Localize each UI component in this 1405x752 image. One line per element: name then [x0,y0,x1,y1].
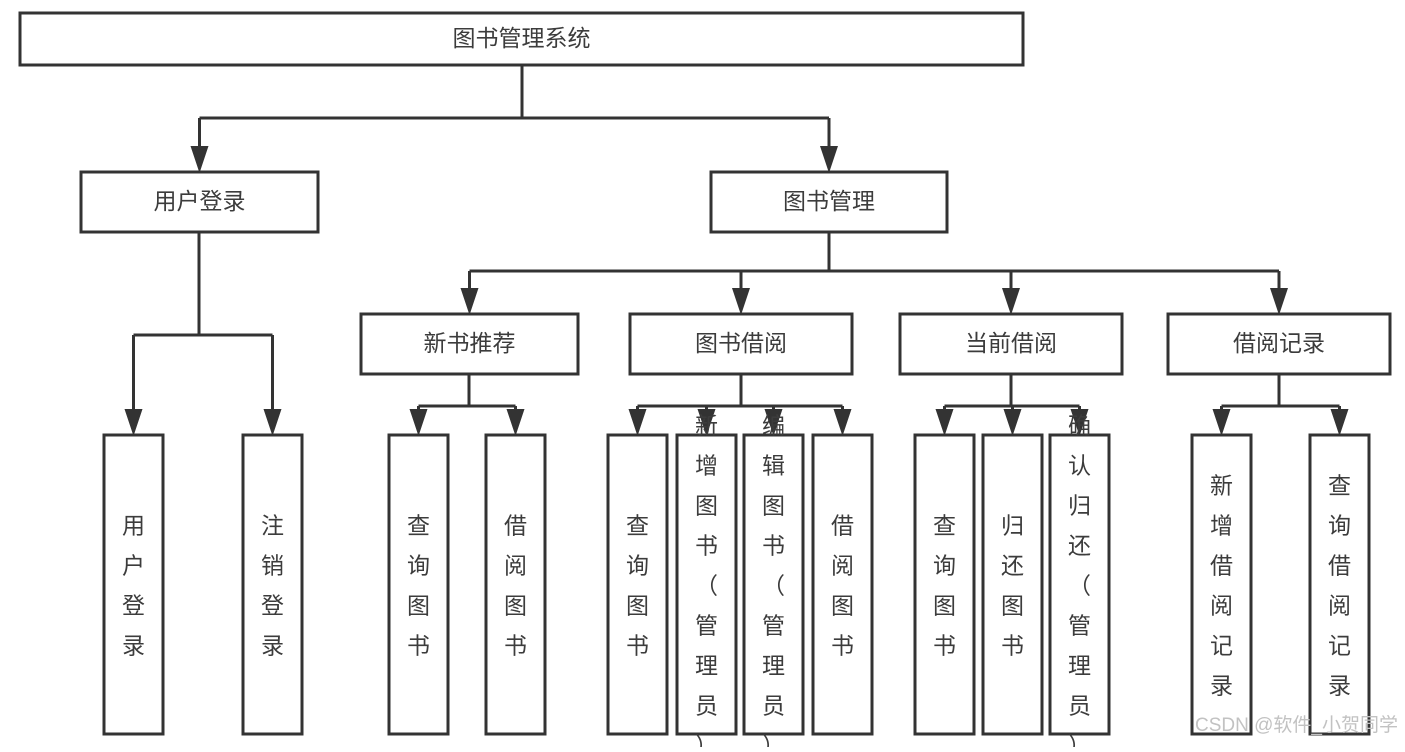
node-label: 图书管理 [783,188,875,214]
node-label: 编辑图书（管理员） [762,412,785,747]
node-label: 借阅图书 [504,512,527,658]
connector-layer [124,65,1349,436]
node-box [709,170,949,234]
node-leaf-query-book-1[interactable]: 查询图书 [387,433,450,736]
node-current-borrow[interactable]: 当前借阅 [898,312,1124,376]
node-label: 借阅记录 [1233,330,1325,356]
node-label: 新书推荐 [424,330,516,356]
node-borrow-record[interactable]: 借阅记录 [1166,312,1392,376]
arrow-head-icon [833,409,852,436]
node-label: 当前借阅 [965,330,1057,356]
node-label: 用户登录 [154,188,246,214]
node-box [606,433,669,736]
node-new-book-rec[interactable]: 新书推荐 [359,312,580,376]
node-label: 借阅图书 [831,512,854,658]
arrow-head-icon [935,409,954,436]
node-leaf-edit-book[interactable]: 编辑图书（管理员） [742,412,805,752]
node-label: 查询图书 [407,512,430,658]
arrow-head-icon [820,146,838,173]
node-label: 用户登录 [122,512,145,658]
node-box [102,433,165,736]
node-leaf-confirm-return[interactable]: 确认归还（管理员） [1048,412,1111,752]
arrow-head-icon [409,409,428,436]
node-box [1166,312,1392,376]
node-box [359,312,580,376]
node-box [628,312,854,376]
node-leaf-user-login[interactable]: 用户登录 [102,433,165,736]
arrow-head-icon [764,409,783,436]
node-label: 归还图书 [1001,512,1024,658]
node-box [981,433,1044,736]
node-leaf-logout[interactable]: 注销登录 [241,433,304,736]
node-box [913,433,976,736]
node-label: 查询图书 [933,512,956,658]
arrow-head-icon [1003,409,1022,436]
node-label: 查询图书 [626,512,649,658]
arrow-head-icon [190,146,209,173]
node-box [811,433,874,736]
node-layer: 图书管理系统用户登录图书管理新书推荐图书借阅当前借阅借阅记录用户登录注销登录查询… [18,11,1392,752]
arrow-head-icon [732,288,750,315]
node-box [79,170,320,234]
node-label: 查询借阅记录 [1328,472,1351,698]
node-box [484,433,547,736]
node-box [387,433,450,736]
node-book-manage[interactable]: 图书管理 [709,170,949,234]
node-leaf-query-book-3[interactable]: 查询图书 [913,433,976,736]
node-label: 图书借阅 [695,330,787,356]
arrow-head-icon [697,409,716,436]
node-box [898,312,1124,376]
arrow-head-icon [1002,288,1020,315]
arrow-head-icon [506,409,525,436]
node-label: 注销登录 [261,512,284,658]
node-book-borrow[interactable]: 图书借阅 [628,312,854,376]
node-box [1048,433,1111,736]
node-leaf-query-record[interactable]: 查询借阅记录 [1308,433,1371,736]
node-box [675,433,738,736]
arrow-head-icon [1270,288,1288,315]
arrow-head-icon [1212,409,1231,436]
node-leaf-add-book[interactable]: 新增图书（管理员） [675,412,738,752]
node-label: 确认归还（管理员） [1068,412,1091,747]
node-box [742,433,805,736]
node-leaf-borrow-book-1[interactable]: 借阅图书 [484,433,547,736]
arrow-head-icon [460,288,479,315]
arrow-head-icon [628,409,647,436]
node-leaf-borrow-book-2[interactable]: 借阅图书 [811,433,874,736]
node-leaf-query-book-2[interactable]: 查询图书 [606,433,669,736]
node-user-login[interactable]: 用户登录 [79,170,320,234]
arrow-head-icon [124,409,143,436]
arrow-head-icon [263,409,282,436]
node-box [18,11,1025,67]
node-label: 图书管理系统 [453,25,591,51]
node-root[interactable]: 图书管理系统 [18,11,1025,67]
arrow-head-icon [1070,409,1089,436]
node-leaf-add-record[interactable]: 新增借阅记录 [1190,433,1253,736]
csdn-watermark: CSDN @软件_小贺同学 [1195,714,1398,736]
node-label: 新增图书（管理员） [695,412,718,747]
node-box [241,433,304,736]
node-box [1308,433,1371,736]
node-leaf-return-book[interactable]: 归还图书 [981,433,1044,736]
arrow-head-icon [1330,409,1349,436]
node-box [1190,433,1253,736]
node-label: 新增借阅记录 [1210,472,1233,698]
